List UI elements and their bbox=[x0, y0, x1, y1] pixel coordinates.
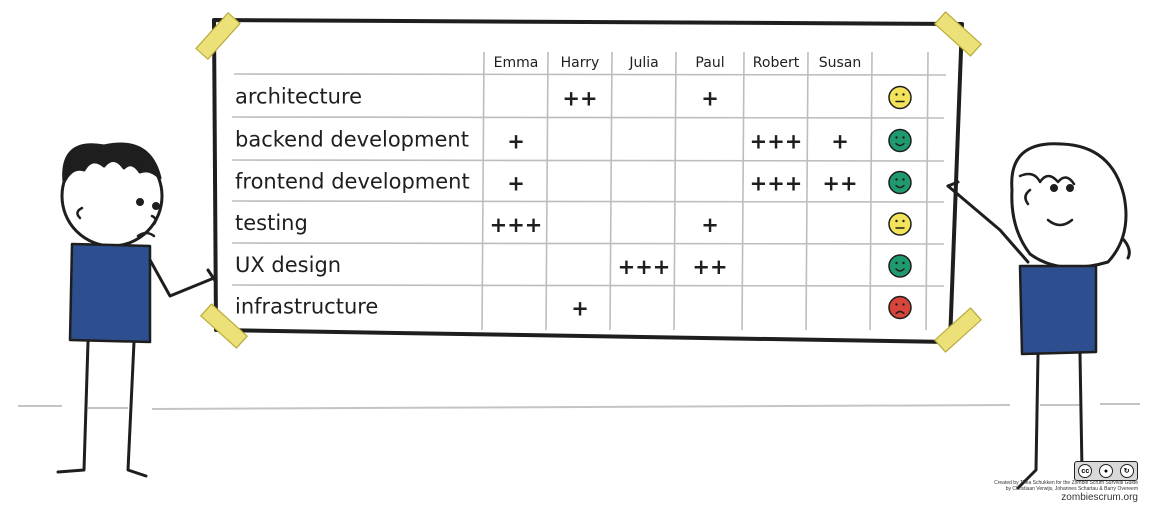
mood-face-icon bbox=[888, 212, 912, 236]
right-person-leg-right bbox=[1078, 352, 1084, 472]
tape-bottom-right bbox=[933, 307, 983, 353]
right-person-shirt bbox=[1018, 264, 1098, 356]
credit-site: zombiescrum.org bbox=[1061, 492, 1138, 503]
mood-face-icon bbox=[888, 85, 912, 110]
left-person-leg-right bbox=[126, 340, 148, 478]
grid-line-column bbox=[609, 51, 613, 331]
right-person-hair bbox=[1010, 142, 1128, 269]
skill-rows: architecture+++backend development+++++f… bbox=[235, 85, 858, 321]
mood-indicators bbox=[888, 85, 912, 320]
skill-rating-mark: ++ bbox=[822, 172, 857, 196]
skill-rating-mark: +++ bbox=[490, 213, 543, 237]
skill-label: frontend development bbox=[235, 170, 470, 194]
mood-face-icon bbox=[888, 170, 912, 195]
cc-icon: cc bbox=[1078, 464, 1093, 478]
skill-rating-mark: + bbox=[831, 130, 849, 154]
left-person-hair bbox=[62, 142, 162, 184]
skill-label: architecture bbox=[235, 85, 362, 109]
skill-rating-mark: + bbox=[507, 130, 525, 154]
floor-lines bbox=[18, 403, 1140, 410]
grid-line-row bbox=[231, 116, 945, 119]
grid-line-column bbox=[869, 51, 873, 331]
skill-rating-mark: + bbox=[701, 213, 719, 237]
person-header: Harry bbox=[561, 55, 600, 71]
tape-top-right bbox=[933, 11, 983, 57]
credit-line-1: Created by Thea Schukken for the Zombie … bbox=[994, 480, 1138, 486]
skill-rating-mark: + bbox=[571, 297, 589, 321]
grid-line-column bbox=[741, 51, 745, 331]
skill-label: testing bbox=[235, 211, 308, 235]
skill-label: UX design bbox=[235, 253, 341, 277]
grid-line-row bbox=[231, 284, 945, 287]
grid-line-row bbox=[231, 159, 945, 162]
skill-rating-mark: +++ bbox=[618, 255, 671, 279]
left-person bbox=[56, 142, 218, 478]
right-person-leg-left bbox=[1016, 352, 1040, 490]
skill-rating-mark: +++ bbox=[750, 172, 803, 196]
skill-label: backend development bbox=[235, 128, 469, 152]
mood-face-icon bbox=[888, 254, 912, 278]
person-header: Julia bbox=[628, 55, 658, 71]
grid-line-row bbox=[231, 200, 945, 203]
matrix-grid bbox=[231, 51, 947, 331]
credit-line-2: by Christiaan Verwijs, Johannes Schartau… bbox=[1005, 486, 1138, 492]
left-person-arm bbox=[148, 258, 216, 298]
grid-line-top bbox=[233, 73, 947, 76]
grid-line-column bbox=[481, 51, 485, 331]
mood-face-icon bbox=[888, 295, 912, 320]
skill-rating-mark: ++ bbox=[562, 87, 597, 111]
grid-line-column bbox=[673, 51, 677, 331]
mood-face-icon bbox=[888, 128, 912, 153]
person-header: Susan bbox=[819, 55, 862, 71]
grid-line-column bbox=[545, 51, 549, 331]
grid-line-column bbox=[805, 51, 809, 331]
person-headers: Emma Harry Julia Paul Robert Susan bbox=[494, 55, 862, 71]
person-header: Emma bbox=[494, 55, 539, 71]
tape-strips bbox=[195, 11, 983, 353]
skill-rating-mark: +++ bbox=[750, 130, 803, 154]
skill-rating-mark: + bbox=[507, 172, 525, 196]
tape-bottom-left bbox=[199, 303, 249, 349]
skill-rating-mark: + bbox=[701, 87, 719, 111]
person-header: Robert bbox=[753, 55, 800, 71]
left-person-leg-left bbox=[56, 340, 90, 474]
grid-line-column bbox=[925, 51, 929, 331]
skill-label: infrastructure bbox=[235, 295, 378, 319]
right-person bbox=[946, 142, 1131, 490]
credit-block: Created by Thea Schukken for the Zombie … bbox=[994, 480, 1138, 503]
tape-top-left bbox=[195, 11, 241, 61]
by-icon: ● bbox=[1098, 464, 1113, 478]
left-person-shirt bbox=[68, 242, 152, 344]
skill-rating-mark: ++ bbox=[692, 255, 727, 279]
sa-icon: ↻ bbox=[1119, 464, 1134, 478]
cc-license-badge: cc ● ↻ bbox=[1074, 461, 1138, 481]
right-person-arm bbox=[946, 184, 1030, 264]
person-header: Paul bbox=[695, 55, 724, 71]
grid-line-row bbox=[231, 242, 945, 245]
